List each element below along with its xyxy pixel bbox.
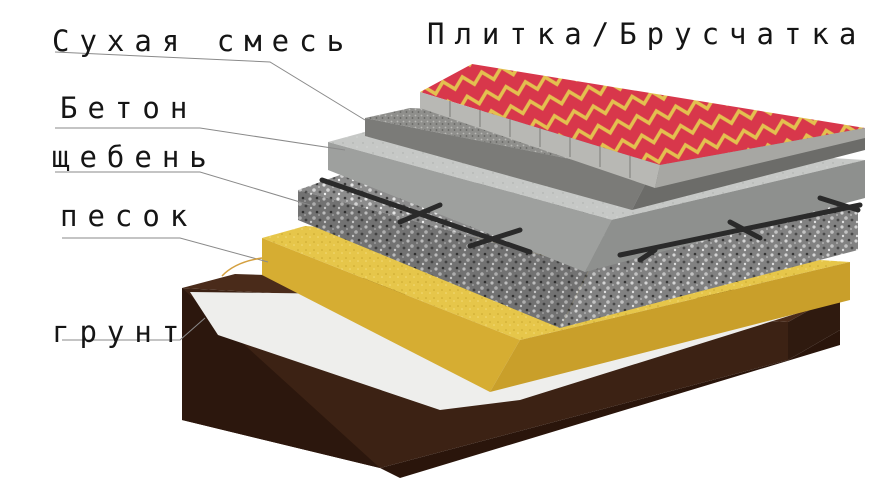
label-soil: грунт	[52, 315, 190, 349]
label-concrete: Бетон	[60, 91, 198, 125]
leader-lines	[54, 51, 366, 341]
label-sand: песок	[60, 199, 198, 233]
rebar	[319, 177, 863, 263]
label-dry-mix: Сухая смесь	[52, 24, 355, 58]
tile-layer	[420, 64, 865, 188]
label-gravel: щебень	[52, 140, 217, 174]
label-tile: Плитка/Брусчатка	[427, 17, 867, 51]
sand-accent-line	[221, 257, 263, 277]
